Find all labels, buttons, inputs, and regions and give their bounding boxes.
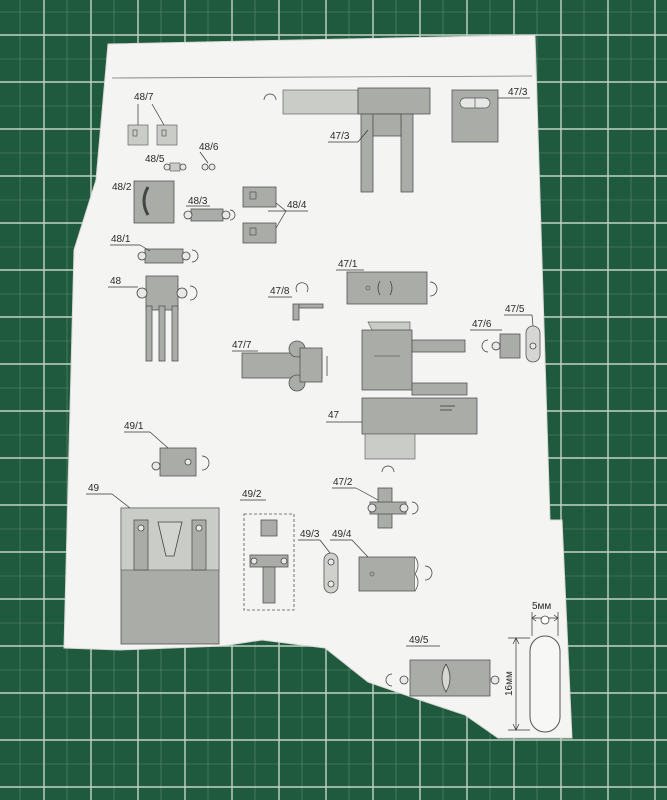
dimension-oval xyxy=(508,612,561,733)
part-48-5 xyxy=(163,162,187,172)
dimension-width-label: 5мм xyxy=(532,601,551,612)
part-48-4 xyxy=(242,186,308,244)
label-49-3: 49/3 xyxy=(300,529,320,540)
label-48: 48 xyxy=(110,276,122,287)
part-47-3-block xyxy=(451,89,530,143)
part-47-8 xyxy=(268,282,324,321)
dimension-height-label: 16мм xyxy=(504,671,515,696)
label-49-2: 49/2 xyxy=(242,489,262,500)
header-rule xyxy=(111,75,533,79)
label-48-4: 48/4 xyxy=(287,200,307,211)
part-48-3 xyxy=(183,205,236,222)
label-47-5: 47/5 xyxy=(505,304,525,315)
part-48-1 xyxy=(110,244,199,264)
part-47-5 xyxy=(504,314,541,363)
label-48-6: 48/6 xyxy=(199,142,219,153)
label-48-3: 48/3 xyxy=(188,196,208,207)
label-47-1: 47/1 xyxy=(338,259,358,270)
label-47-6: 47/6 xyxy=(472,319,492,330)
label-47-8: 47/8 xyxy=(270,286,290,297)
label-47-3-right: 47/3 xyxy=(508,87,528,98)
label-47: 47 xyxy=(328,410,340,421)
label-49-5: 49/5 xyxy=(409,635,429,646)
label-49-4: 49/4 xyxy=(332,529,352,540)
part-48 xyxy=(108,275,198,362)
label-48-7: 48/7 xyxy=(134,92,154,103)
label-47-7: 47/7 xyxy=(232,340,252,351)
part-47-6 xyxy=(470,329,521,359)
label-48-2: 48/2 xyxy=(112,182,132,193)
part-47-2 xyxy=(332,487,419,529)
label-47-3-left: 47/3 xyxy=(330,131,350,142)
label-49-1: 49/1 xyxy=(124,421,144,432)
part-49-4 xyxy=(330,539,433,592)
label-47-2: 47/2 xyxy=(333,477,353,488)
label-49: 49 xyxy=(88,483,100,494)
part-47-1 xyxy=(336,269,438,305)
part-49-3 xyxy=(298,539,339,594)
part-49-1 xyxy=(124,431,210,477)
label-48-1: 48/1 xyxy=(111,234,131,245)
part-49-2 xyxy=(240,499,295,611)
part-48-2 xyxy=(133,180,175,224)
label-48-5: 48/5 xyxy=(145,154,165,165)
part-labels: 48/7 48/5 48/6 48/2 48/3 48/4 48/1 48 47… xyxy=(88,87,551,696)
part-47 xyxy=(326,321,478,473)
part-47-7 xyxy=(232,340,328,392)
part-48-7 xyxy=(127,103,178,146)
part-49-5 xyxy=(385,645,500,697)
part-47-3-shaft xyxy=(263,87,431,193)
part-48-6 xyxy=(199,151,216,171)
part-49 xyxy=(86,493,220,645)
